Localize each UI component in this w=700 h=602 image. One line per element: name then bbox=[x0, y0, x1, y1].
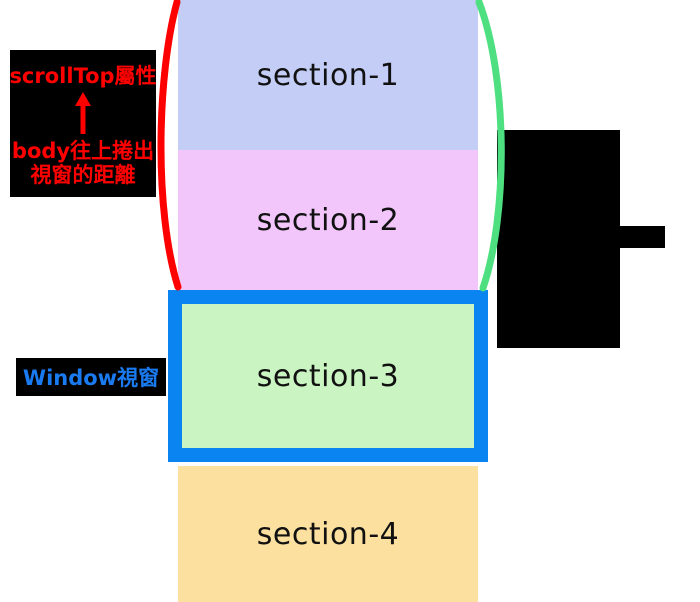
caption-occluder-bar bbox=[585, 226, 665, 248]
section-2-label: section-2 bbox=[256, 202, 400, 238]
section-1-block: section-1 bbox=[178, 0, 478, 150]
scrolltop-annotation-box: scrollTop屬性 body往上捲出 視窗的距離 bbox=[9, 50, 157, 197]
section-2-block: section-2 bbox=[178, 150, 478, 290]
section-4-block: section-4 bbox=[178, 466, 478, 602]
section-4-label: section-4 bbox=[256, 516, 400, 552]
section-3-label: section-3 bbox=[256, 358, 400, 394]
scrolltop-title: scrollTop屬性 bbox=[9, 64, 157, 88]
section-1-label: section-1 bbox=[256, 57, 400, 93]
section-3-block: section-3 bbox=[182, 304, 474, 448]
red-brace-curve bbox=[157, 0, 182, 291]
window-viewport-frame: section-3 bbox=[168, 290, 488, 462]
window-label-text: Window視窗 bbox=[22, 366, 160, 390]
scrolltop-desc-line-2: 視窗的距離 bbox=[30, 162, 136, 187]
scrolltop-description: body往上捲出 視窗的距離 bbox=[12, 139, 154, 187]
scrolltop-desc-line-1: body往上捲出 bbox=[11, 138, 155, 163]
window-annotation-box: Window視窗 bbox=[16, 358, 166, 396]
up-arrow-icon bbox=[75, 92, 91, 135]
